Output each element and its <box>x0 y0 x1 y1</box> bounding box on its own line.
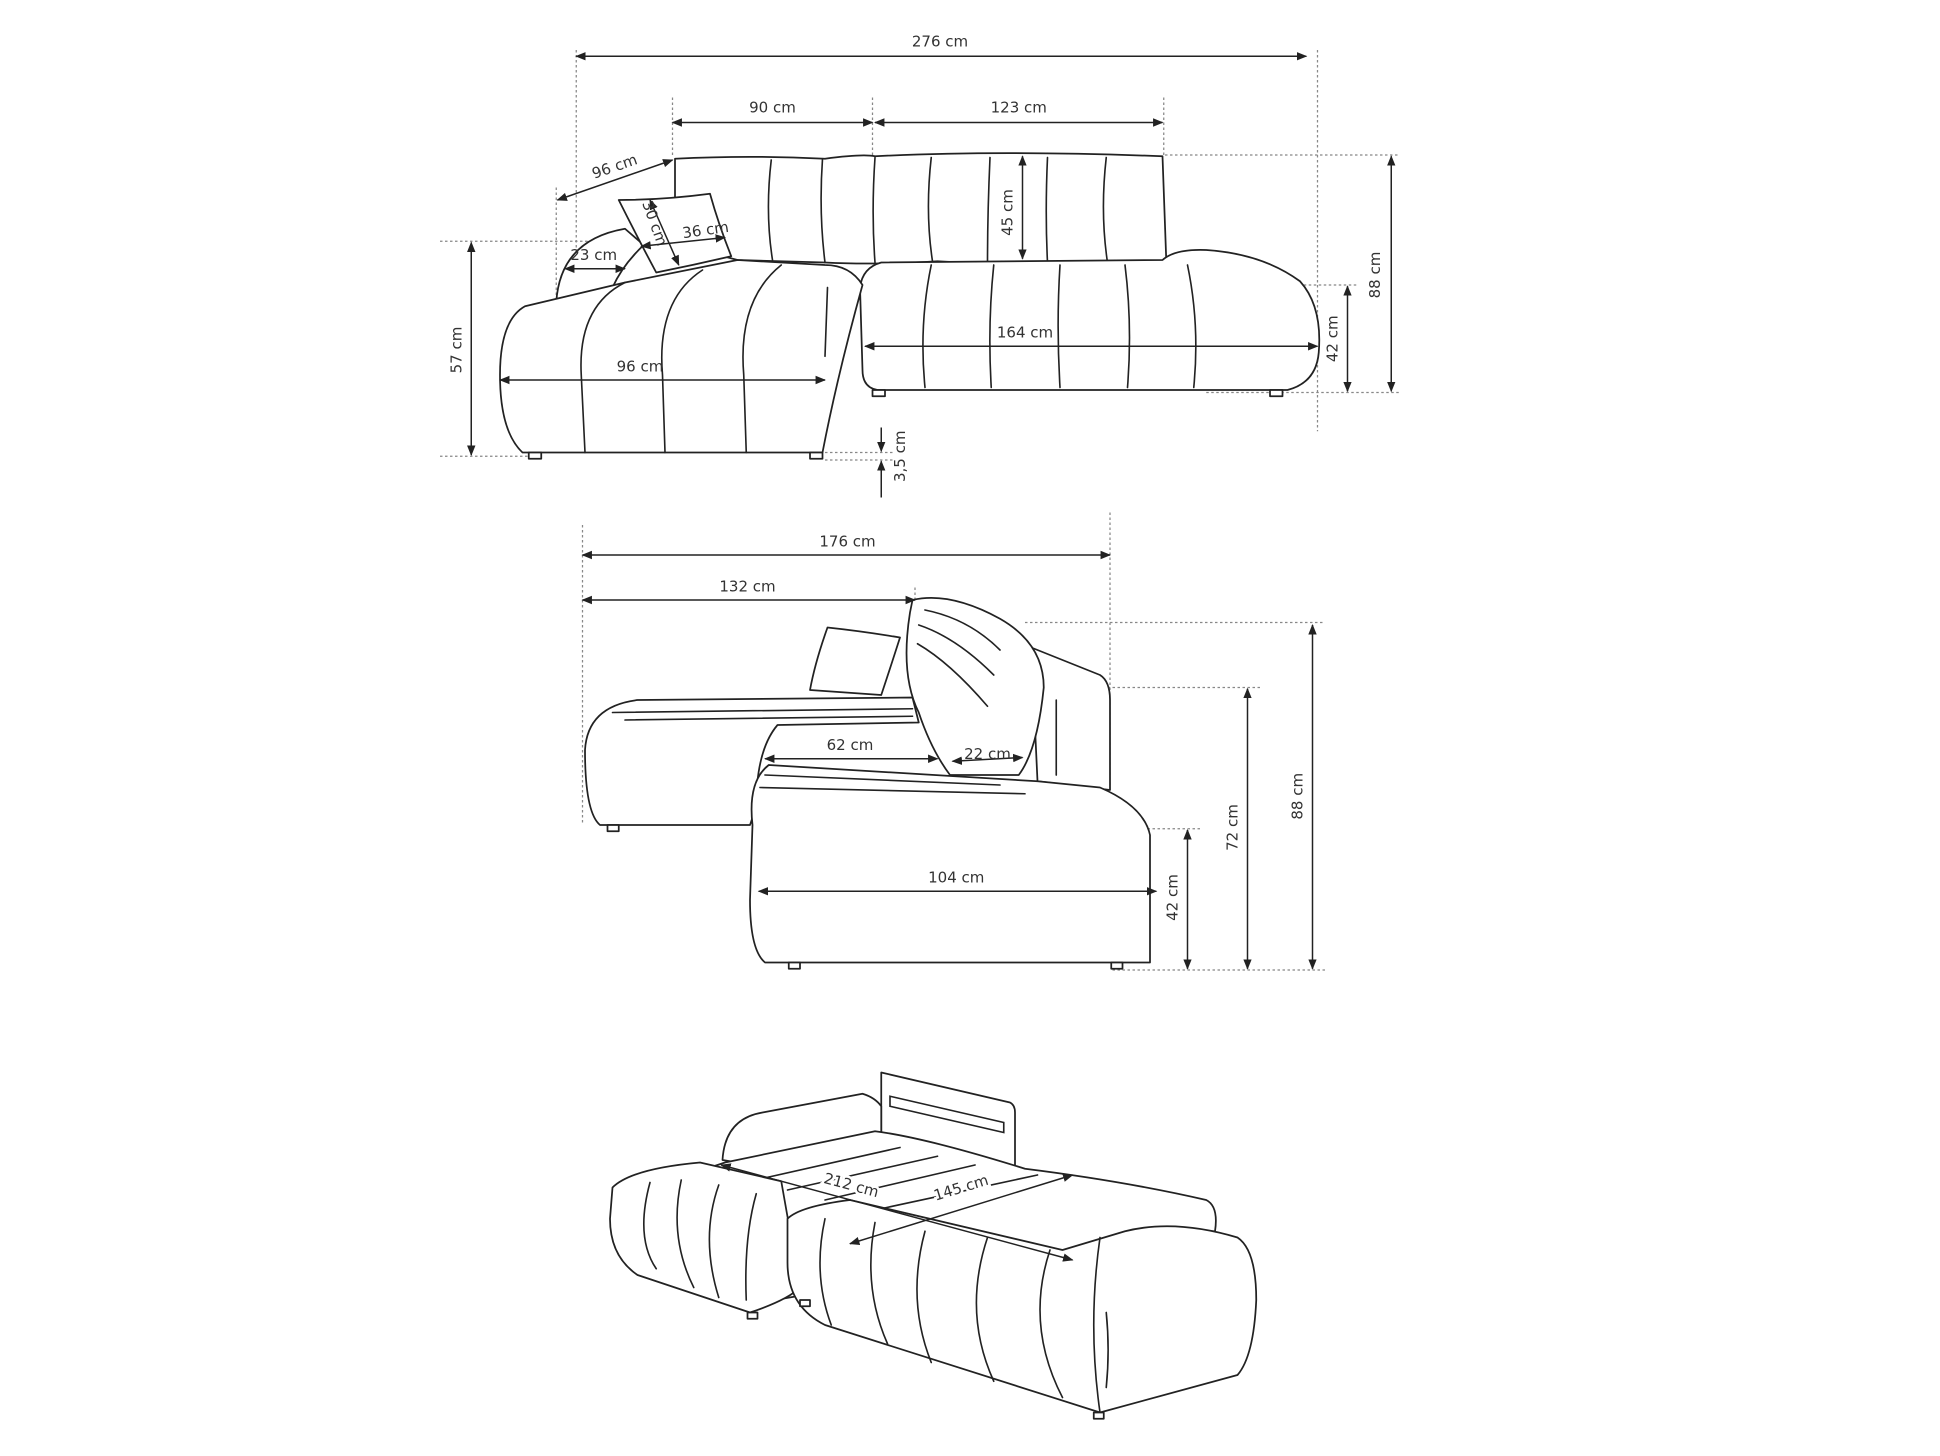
dim-backrest-thickness: 22 cm <box>964 745 1011 763</box>
dim-total-height: 88 cm <box>1366 252 1384 299</box>
dim-side-total-height: 88 cm <box>1289 773 1307 820</box>
dim-chaise-depth-diag: 96 cm <box>590 150 640 182</box>
backrest-side <box>905 597 1045 776</box>
dim-chaise-back-width: 90 cm <box>749 99 796 117</box>
dim-chaise-width: 96 cm <box>617 357 664 375</box>
dim-chaise-depth: 132 cm <box>719 577 775 595</box>
bed-mode-diagram: 212 cm 145 cm <box>609 1071 1258 1420</box>
dim-backrest-height: 45 cm <box>999 189 1017 236</box>
dim-overall-depth: 176 cm <box>819 532 875 550</box>
side-view-diagram: 176 cm 132 cm 62 cm 22 cm 104 cm 42 cm 7… <box>581 512 1325 971</box>
chaise-seat <box>499 259 864 454</box>
dim-leg-height: 3,5 cm <box>891 431 909 482</box>
front-view-diagram: 276 cm 90 cm 123 cm 96 cm 57 cm 88 cm 42… <box>440 32 1400 498</box>
pillow-side <box>809 626 901 696</box>
bed-left-block <box>609 1161 801 1314</box>
dim-armrest-height: 72 cm <box>1224 804 1242 851</box>
dim-armrest-width: 23 cm <box>570 246 617 264</box>
dim-module-depth: 104 cm <box>928 869 984 887</box>
dim-overall-width: 276 cm <box>912 32 968 50</box>
dim-seat-height: 42 cm <box>1324 315 1342 362</box>
main-seat <box>859 249 1321 391</box>
dim-side-seat-height: 42 cm <box>1164 874 1182 921</box>
main-module-side <box>749 764 1151 964</box>
backrest <box>674 152 1168 265</box>
dim-chaise-height: 57 cm <box>447 327 465 374</box>
chaise-side <box>584 696 920 826</box>
dim-main-back-width: 123 cm <box>991 99 1047 117</box>
dim-seat-width: 164 cm <box>997 324 1053 342</box>
dim-seat-depth: 62 cm <box>827 736 874 754</box>
